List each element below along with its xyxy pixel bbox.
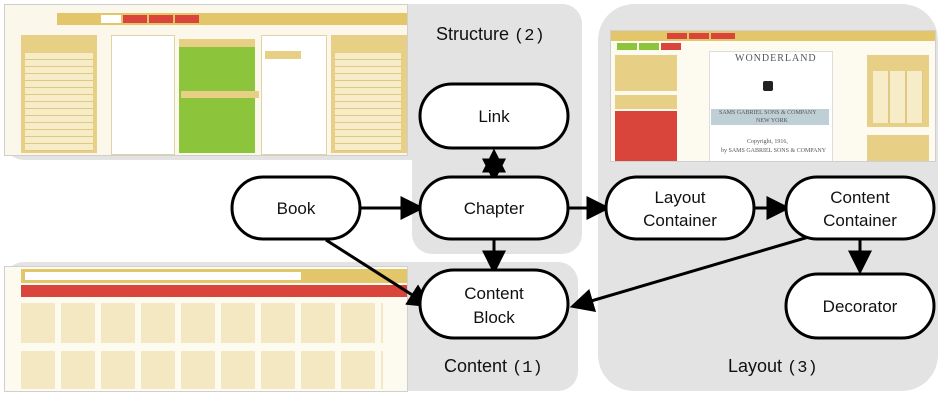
content-filter-bar xyxy=(21,285,407,297)
chapters-list xyxy=(25,53,93,151)
layout-left-sidebar xyxy=(615,55,677,91)
layout-panel-title: Layout (3) xyxy=(728,356,818,378)
node-layout-container: Layout Container xyxy=(604,175,756,241)
edge-book-content-block xyxy=(325,238,432,308)
outgoing-link xyxy=(265,51,301,59)
node-layout-container-label-line1: Layout xyxy=(654,188,705,207)
wonderland-title: WONDERLAND xyxy=(735,53,817,64)
layout-page xyxy=(709,51,833,161)
publisher-band xyxy=(711,109,829,125)
node-link: Link xyxy=(418,82,570,150)
chapter-column xyxy=(179,47,255,153)
publisher-text: SAMS GABRIEL SONS & COMPANY xyxy=(719,110,817,116)
layout-right-sidebar-lower xyxy=(867,135,929,161)
layout-green-button xyxy=(617,43,637,50)
node-content-container-label-line1: Content xyxy=(830,188,890,207)
node-chapter-label: Chapter xyxy=(464,199,525,218)
node-content-container-label-line2: Container xyxy=(823,211,897,230)
node-decorator-label: Decorator xyxy=(823,297,898,316)
structure-panel-count: (2) xyxy=(514,27,545,46)
node-book: Book xyxy=(230,175,362,241)
node-decorator: Decorator xyxy=(784,272,936,340)
layout-panel-count: (3) xyxy=(787,359,818,378)
city-text: NEW YORK xyxy=(756,118,788,124)
layout-green-button xyxy=(639,43,659,50)
content-panel-count: (1) xyxy=(512,359,543,378)
layout-toolbar xyxy=(611,31,935,41)
edge-content-container-content-block xyxy=(569,234,813,313)
layout-red-button xyxy=(661,43,681,50)
node-content-block: Content Block xyxy=(418,268,570,340)
node-content-container: Content Container xyxy=(784,175,936,241)
copyright-by-text: by SAMS GABRIEL SONS & COMPANY xyxy=(721,148,827,154)
layout-panel-name: Layout xyxy=(728,356,783,376)
structure-panel-title: Structure (2) xyxy=(436,24,545,46)
content-grid xyxy=(21,303,383,389)
content-search-input xyxy=(25,272,301,280)
incoming-navigation-column xyxy=(111,35,175,155)
chapter-bar xyxy=(181,91,259,98)
node-layout-container-label-line2: Container xyxy=(643,211,717,230)
content-screenshot xyxy=(4,266,408,392)
structure-toolbar-button xyxy=(175,15,199,23)
content-panel-title: Content (1) xyxy=(444,356,543,378)
node-link-label: Link xyxy=(478,107,510,126)
chapter-select xyxy=(101,15,121,23)
structure-toolbar-button xyxy=(123,15,147,23)
layout-toolbar-button xyxy=(667,33,687,39)
layout-left-search xyxy=(615,95,677,109)
chapter-column-header xyxy=(179,39,255,47)
content-blocks-list xyxy=(335,53,401,151)
node-book-label: Book xyxy=(277,199,316,218)
layout-left-panel xyxy=(615,111,677,161)
structure-panel-name: Structure xyxy=(436,24,510,44)
content-panel-name: Content xyxy=(444,356,508,376)
layout-toolbar-button xyxy=(689,33,709,39)
layout-screenshot: WONDERLAND SAMS GABRIEL SONS & COMPANY N… xyxy=(610,30,936,162)
layout-toolbar-button xyxy=(711,33,735,39)
structure-screenshot xyxy=(4,4,408,156)
layout-thumbnails xyxy=(873,71,923,123)
logo-icon xyxy=(763,81,773,91)
node-chapter: Chapter xyxy=(418,175,570,241)
node-content-block-label-line2: Block xyxy=(473,308,515,327)
node-content-block-label-line1: Content xyxy=(464,284,524,303)
copyright-text: Copyright, 1916, xyxy=(747,139,788,145)
structure-toolbar-button xyxy=(149,15,173,23)
